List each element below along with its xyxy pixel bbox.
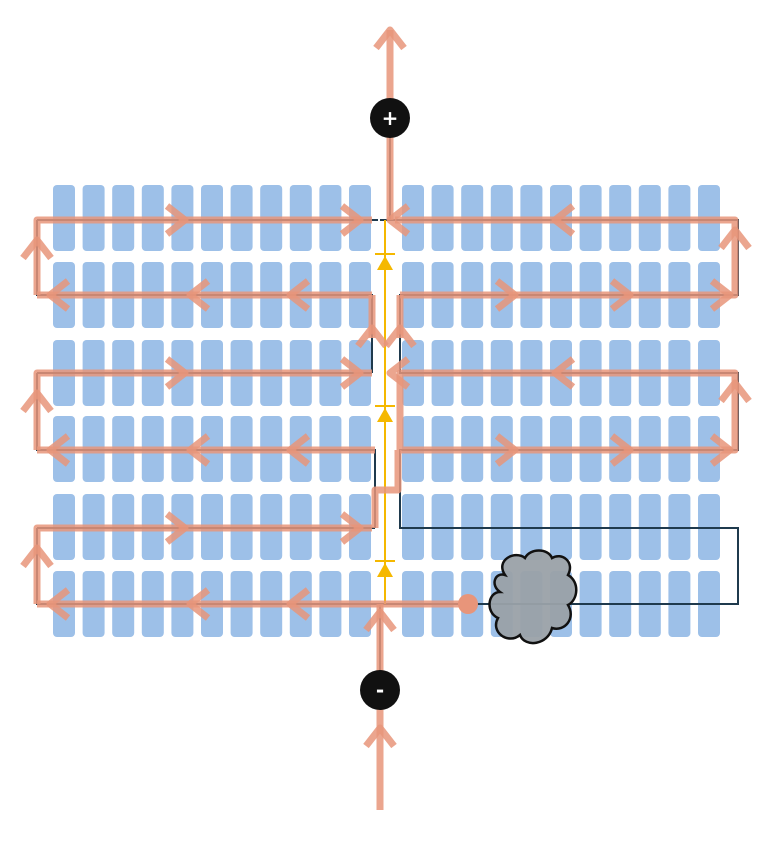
arrow-up-icon [355, 324, 389, 349]
arrow-left-icon [551, 356, 576, 390]
arrow-up-icon [20, 389, 54, 414]
arrow-up-icon [373, 26, 407, 51]
arrow-left-icon [286, 587, 311, 621]
arrow-right-icon [339, 356, 364, 390]
cloud-icon [488, 549, 578, 645]
current-flow [20, 26, 752, 810]
arrow-left-icon [286, 433, 311, 467]
arrow-right-icon [164, 356, 189, 390]
arrow-left-icon [286, 278, 311, 312]
arrow-left-icon [46, 433, 71, 467]
arrow-left-icon [46, 278, 71, 312]
arrow-left-icon [386, 356, 411, 390]
cloud-shade-icon [488, 549, 578, 645]
arrow-right-icon [609, 278, 634, 312]
current-left-row5 [33, 524, 372, 604]
arrow-up-icon [20, 236, 54, 261]
arrow-right-icon [709, 278, 734, 312]
arrow-right-icon [709, 433, 734, 467]
bypass-diode-icon [377, 408, 393, 422]
positive-terminal: + [370, 98, 410, 138]
arrow-left-icon [186, 433, 211, 467]
arrow-right-icon [339, 203, 364, 237]
arrow-left-icon [46, 587, 71, 621]
negative-terminal: - [360, 670, 400, 710]
arrow-right-icon [494, 433, 519, 467]
positive-label: + [382, 106, 399, 130]
current-blocked-dot [458, 594, 478, 614]
arrow-up-icon [363, 608, 397, 633]
current-left-row3 [33, 369, 372, 450]
arrow-left-icon [551, 203, 576, 237]
bypass-diode-icon [377, 256, 393, 270]
terminals: + - [360, 98, 410, 710]
arrow-up-icon [383, 324, 417, 349]
bypass-diodes [375, 220, 395, 604]
arrow-up-icon [363, 724, 397, 749]
arrow-up-icon [718, 226, 752, 251]
arrow-right-icon [609, 433, 634, 467]
arrow-left-icon [186, 278, 211, 312]
arrow-right-icon [339, 511, 364, 545]
arrow-up-icon [20, 544, 54, 569]
arrow-left-icon [186, 587, 211, 621]
current-right-row1-2 [395, 216, 739, 299]
bypass-diode-icon [377, 563, 393, 577]
arrow-right-icon [164, 203, 189, 237]
negative-label: - [376, 678, 384, 702]
current-right-row3-4 [396, 369, 739, 454]
arrow-up-icon [718, 379, 752, 404]
current-left-row1 [33, 216, 372, 295]
current-bypass-jump [371, 450, 402, 528]
arrow-right-icon [164, 511, 189, 545]
arrow-right-icon [494, 278, 519, 312]
